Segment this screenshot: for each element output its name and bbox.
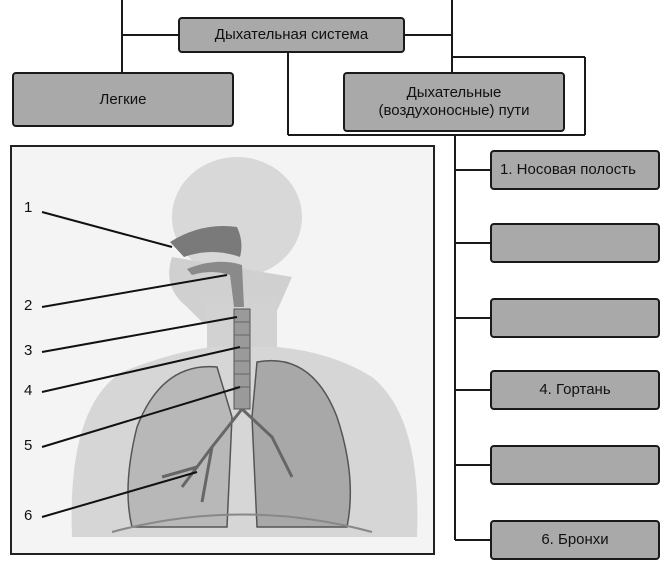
- lungs-label: Легкие: [100, 91, 147, 109]
- airways-label-line1: Дыхательные: [407, 84, 502, 102]
- figure-number-2: 2: [24, 297, 32, 314]
- respiratory-system-box: Дыхательная система: [178, 17, 405, 53]
- answer-box-4-label: 4. Гортань: [539, 381, 610, 399]
- answer-box-3[interactable]: [490, 298, 660, 338]
- airways-label-line2: (воздухоносные) пути: [378, 102, 529, 120]
- answer-box-1-label: 1. Носовая полость: [500, 161, 636, 179]
- answer-box-1: 1. Носовая полость: [490, 150, 660, 190]
- answer-box-2[interactable]: [490, 223, 660, 263]
- figure-number-3: 3: [24, 342, 32, 359]
- respiratory-anatomy-illustration: [12, 147, 433, 553]
- respiratory-system-label: Дыхательная система: [215, 26, 368, 44]
- airways-box: Дыхательные (воздухоносные) пути: [343, 72, 565, 132]
- answer-box-4: 4. Гортань: [490, 370, 660, 410]
- lungs-box: Легкие: [12, 72, 234, 127]
- figure-number-1: 1: [24, 199, 32, 216]
- figure-number-5: 5: [24, 437, 32, 454]
- anatomy-figure-panel: 1 2 3 4 5 6: [10, 145, 435, 555]
- answer-box-6-label: 6. Бронхи: [541, 531, 608, 549]
- answer-box-5[interactable]: [490, 445, 660, 485]
- answer-box-6: 6. Бронхи: [490, 520, 660, 560]
- figure-number-4: 4: [24, 382, 32, 399]
- figure-number-6: 6: [24, 507, 32, 524]
